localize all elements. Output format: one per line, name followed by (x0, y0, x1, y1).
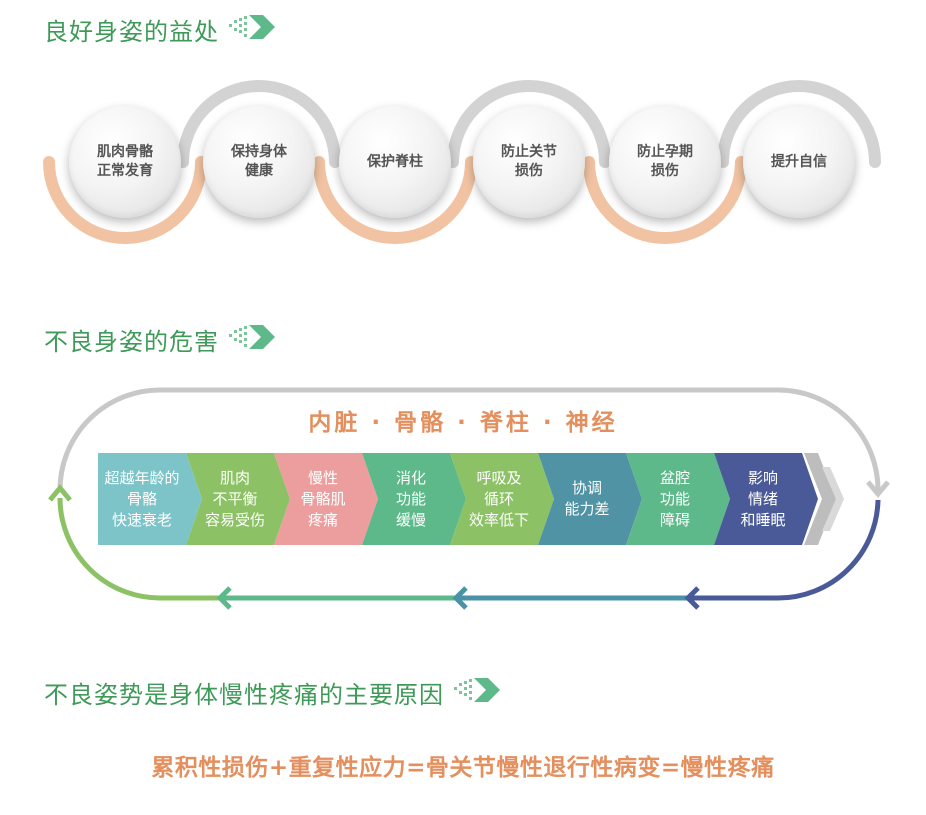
benefits-heading: 良好身姿的益处 (44, 12, 275, 47)
benefit-arc-4 (447, 80, 611, 168)
harm-label-5: 呼吸及 循环 效率低下 (468, 468, 529, 529)
harm-block-7 (626, 453, 730, 545)
dotted-arrow-icon (229, 324, 275, 355)
loop-arrowhead-2 (452, 586, 468, 610)
benefit-bubble-5: 防止孕期 损伤 (609, 106, 721, 218)
harms-diagram-title: 内脏 · 骨骼 · 脊柱 · 神经 (308, 410, 618, 436)
harm-block-2 (186, 453, 290, 545)
benefits-diagram: 肌肉骨骼 正常发育 保持身体 健康 保护脊柱 防止关节 损伤 防止孕期 损伤 提… (0, 80, 926, 260)
benefit-label-5: 防止孕期 损伤 (637, 144, 693, 179)
trailing-chevron-1 (804, 453, 836, 545)
harm-label-6: 协调 能力差 (564, 479, 610, 518)
loop-arrowhead-right (866, 480, 890, 498)
benefit-label-6: 提升自信 (771, 153, 827, 170)
loop-top-gray (57, 387, 881, 491)
benefits-heading-text: 良好身姿的益处 (44, 18, 219, 46)
harm-label-2: 肌肉 不平衡 容易受伤 (204, 468, 265, 529)
harms-heading: 不良身姿的危害 (44, 322, 275, 357)
harm-label-4: 消化 功能 缓慢 (395, 468, 426, 529)
loop-arrowhead-3 (216, 586, 232, 610)
loop-bottom-lightgreen (57, 497, 220, 601)
harm-block-5 (450, 453, 554, 545)
benefit-label-3: 保护脊柱 (367, 153, 423, 170)
harm-label-3: 慢性 骨骼肌 疼痛 (300, 468, 346, 529)
cause-heading: 不良姿势是身体慢性疼痛的主要原因 (44, 675, 500, 710)
benefit-arc-5 (583, 156, 747, 244)
benefit-label-4: 防止关节 损伤 (501, 144, 557, 179)
harms-loop (48, 387, 890, 610)
benefit-label-1: 肌肉骨骼 正常发育 (97, 144, 153, 179)
harm-label-7: 盆腔 功能 障碍 (659, 468, 690, 529)
harms-heading-text: 不良身姿的危害 (44, 328, 219, 356)
harm-block-3 (274, 453, 378, 545)
benefit-bubble-2: 保持身体 健康 (203, 106, 315, 218)
loop-arrowhead-left (48, 484, 72, 502)
harm-block-6 (538, 453, 642, 545)
loop-bottom-navy (688, 499, 881, 601)
dotted-arrow-icon (229, 14, 275, 45)
cause-heading-text: 不良姿势是身体慢性疼痛的主要原因 (44, 681, 444, 709)
pain-formula: 累积性损伤+重复性应力=骨关节慢性退行性病变=慢性疼痛 (151, 755, 775, 781)
benefits-arcs (43, 80, 881, 244)
harm-label-8: 影响 情绪 和睡眠 (740, 468, 786, 529)
harm-label-1: 超越年龄的 骨骼 快速衰老 (104, 468, 180, 529)
trailing-chevron-2 (822, 467, 844, 531)
harm-block-4 (362, 453, 466, 545)
dotted-arrow-icon (454, 677, 500, 708)
benefit-arc-3 (313, 156, 477, 244)
benefit-arc-6 (717, 80, 881, 168)
benefit-bubble-1: 肌肉骨骼 正常发育 (69, 106, 181, 218)
benefit-bubble-3: 保护脊柱 (339, 106, 451, 218)
benefit-bubble-6: 提升自信 (743, 106, 855, 218)
harm-block-8 (714, 453, 818, 545)
benefit-bubble-4: 防止关节 损伤 (473, 106, 585, 218)
loop-arrowhead-1 (684, 586, 700, 610)
harm-block-1 (98, 453, 202, 545)
benefit-arc-2 (177, 80, 341, 168)
benefit-arc-1 (43, 156, 207, 244)
benefit-label-2: 保持身体 健康 (231, 144, 287, 179)
